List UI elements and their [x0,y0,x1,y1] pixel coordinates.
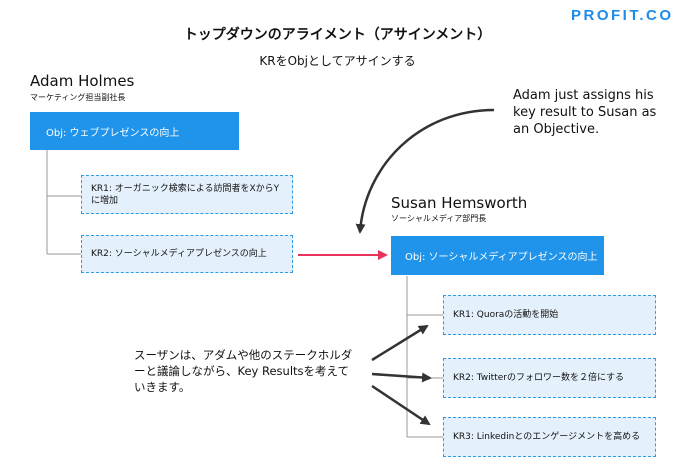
page-subtitle: KRをObjとしてアサインする [259,54,416,68]
susan-role: ソーシャルメディア部門長 [391,214,487,223]
adam-name: Adam Holmes [30,72,135,90]
susan-kr2-box: KR2: Twitterのフォロワー数を２倍にする [443,358,656,398]
susan-note: スーザンは、アダムや他のステークホルダーと議論しながら、Key Resultsを… [134,348,353,394]
adam-role: マーケティング担当副社長 [30,93,126,102]
assign-annotation: Adam just assigns his key result to Susa… [513,88,657,137]
susan-objective-box: Obj: ソーシャルメディアプレゼンスの向上 [391,236,604,275]
note-arrow-kr3 [371,384,431,426]
susan-kr1-box: KR1: Quoraの活動を開始 [443,295,656,335]
profit-co-logo: PROFIT.CO [571,7,674,24]
susan-tree-connector [406,276,443,438]
annotation-curve-arrow [355,108,495,234]
page-title: トップダウンのアライメント（アサインメント） [183,27,492,43]
note-arrow-kr2 [371,372,432,383]
susan-objective-label: Obj: ソーシャルメディアプレゼンスの向上 [405,252,598,263]
susan-kr1-label: KR1: Quoraの活動を開始 [453,310,559,320]
susan-name: Susan Hemsworth [391,194,528,212]
susan-kr3-box: KR3: Linkedinとのエンゲージメントを高める [443,417,656,457]
adam-kr1-label: KR1: オーガニック検索による訪問者をXからYに増加 [91,183,280,206]
susan-kr2-label: KR2: Twitterのフォロワー数を２倍にする [453,373,625,383]
note-arrow-kr1 [371,324,429,362]
adam-objective-box: Obj: ウェブプレゼンスの向上 [30,112,239,150]
adam-tree-connector [46,150,81,255]
adam-kr2-label: KR2: ソーシャルメディアプレゼンスの向上 [91,249,267,259]
adam-kr2-box: KR2: ソーシャルメディアプレゼンスの向上 [81,235,293,273]
susan-kr3-label: KR3: Linkedinとのエンゲージメントを高める [453,432,641,442]
adam-objective-label: Obj: ウェブプレゼンスの向上 [46,127,180,139]
adam-kr1-box: KR1: オーガニック検索による訪問者をXからYに増加 [81,175,293,214]
